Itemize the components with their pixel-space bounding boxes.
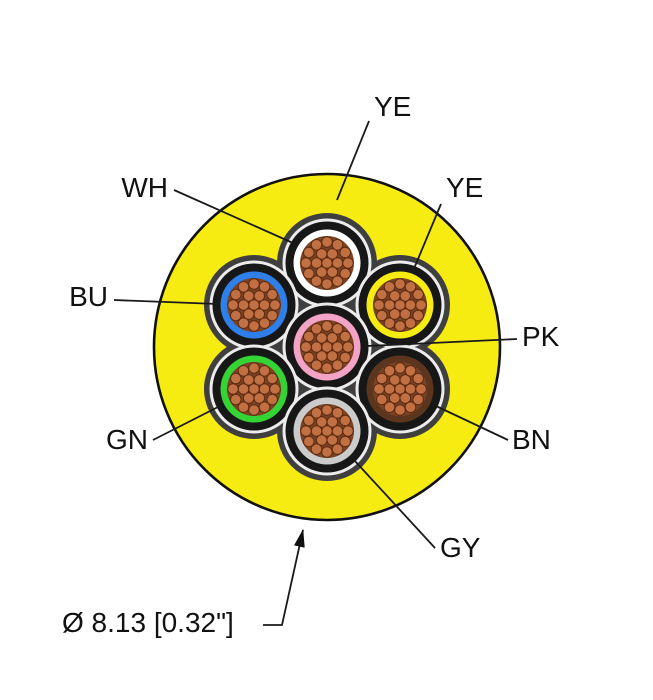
- label-bn: BN: [512, 424, 551, 455]
- label-bu: BU: [69, 281, 108, 312]
- leader-gy: [353, 459, 436, 549]
- dimension-arrow: [263, 529, 305, 626]
- conductor-ye: [355, 260, 445, 350]
- label-ye-conductor: YE: [446, 172, 483, 203]
- label-gy: GY: [440, 532, 481, 563]
- leader-wh: [173, 189, 294, 244]
- leader-ye-conductor: [412, 203, 442, 272]
- conductor-pk: [282, 302, 372, 392]
- conductor-bn: [355, 344, 445, 434]
- leader-bn: [435, 405, 509, 441]
- conductor-bu: [209, 260, 299, 350]
- label-gn: GN: [106, 424, 148, 455]
- leader-bu: [113, 299, 219, 305]
- conductor-gy: [282, 386, 372, 476]
- leader-ye-jacket: [336, 120, 370, 201]
- conductor-gn: [209, 344, 299, 434]
- label-ye-jacket: YE: [374, 91, 411, 122]
- conductor-wh: [282, 218, 372, 308]
- leader-gn: [152, 406, 219, 441]
- dimension-label: Ø 8.13 [0.32"]: [62, 607, 234, 638]
- label-wh: WH: [121, 172, 168, 203]
- label-pk: PK: [522, 321, 560, 352]
- leader-pk: [366, 338, 518, 347]
